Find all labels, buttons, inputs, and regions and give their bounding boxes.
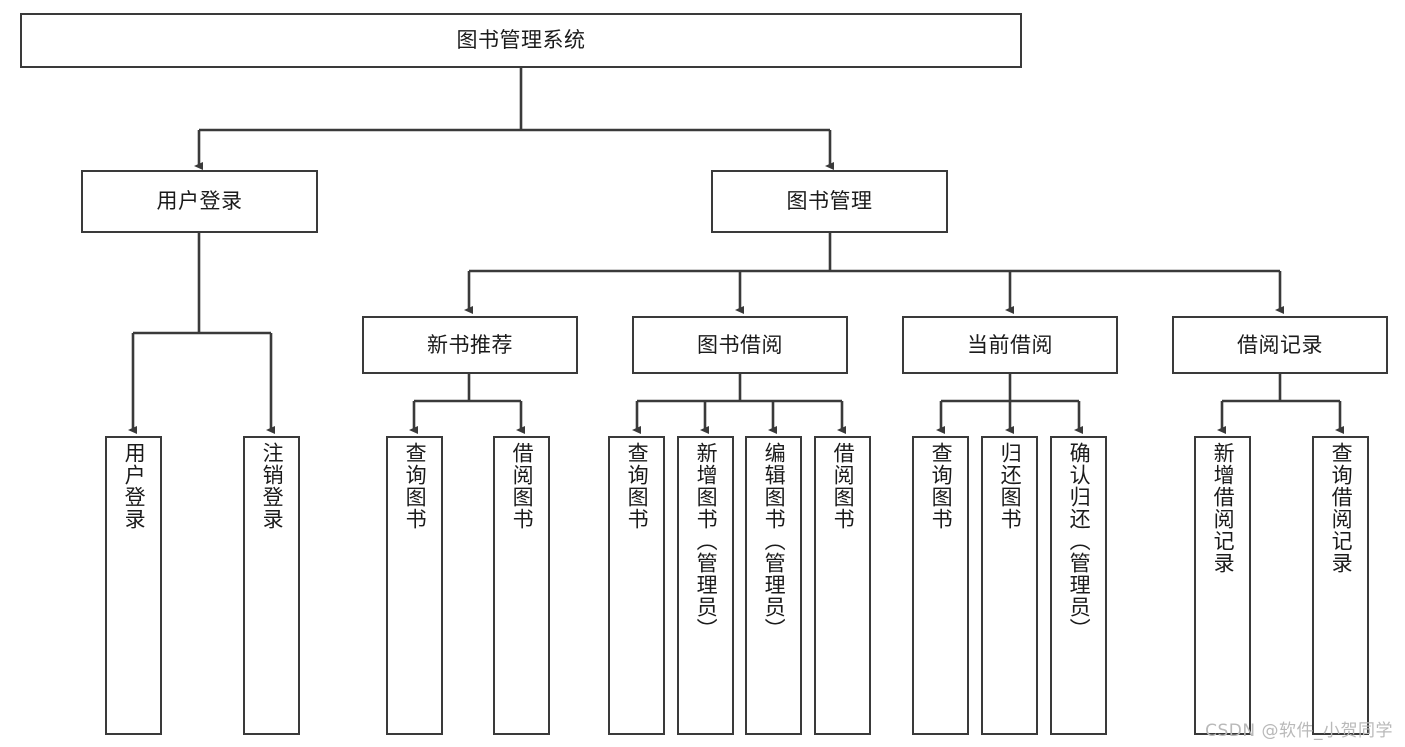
node-current-borrow[interactable]: 当前借阅 [902,316,1118,374]
node-book-management-system[interactable]: 图书管理系统 [20,13,1022,68]
node-label: 用户登录 [156,189,243,214]
node-leaf-return-book[interactable]: 归还图书 [981,436,1038,735]
node-leaf-add-book[interactable]: 新增图书（管理员） [677,436,734,735]
node-label: 借阅图书 [510,442,535,530]
node-leaf-logout-login[interactable]: 注销登录 [243,436,300,735]
node-label: 借阅图书 [831,442,856,530]
node-label: 查询图书 [403,442,428,530]
node-leaf-query-book-3[interactable]: 查询图书 [912,436,969,735]
node-label: 确认归还（管理员） [1067,442,1092,640]
node-leaf-edit-book[interactable]: 编辑图书（管理员） [745,436,802,735]
node-leaf-confirm-return[interactable]: 确认归还（管理员） [1050,436,1107,735]
node-label: 用户登录 [122,442,147,530]
node-leaf-borrow-book-2[interactable]: 借阅图书 [814,436,871,735]
node-label: 借阅记录 [1237,332,1323,357]
node-leaf-add-borrow-record[interactable]: 新增借阅记录 [1194,436,1251,735]
node-book-borrow[interactable]: 图书借阅 [632,316,848,374]
node-label: 新书推荐 [427,332,513,357]
node-new-book-recommend[interactable]: 新书推荐 [362,316,578,374]
node-leaf-query-book-2[interactable]: 查询图书 [608,436,665,735]
node-user-login[interactable]: 用户登录 [81,170,318,233]
node-leaf-user-login[interactable]: 用户登录 [105,436,162,735]
node-label: 当前借阅 [967,332,1053,357]
csdn-watermark: CSDN @软件_小贺同学 [1205,721,1393,741]
node-label: 新增借阅记录 [1211,442,1236,574]
node-label: 新增图书（管理员） [694,442,719,640]
node-borrow-record[interactable]: 借阅记录 [1172,316,1388,374]
node-label: 图书管理系统 [456,28,586,53]
node-label: 图书借阅 [697,332,783,357]
node-leaf-borrow-book-1[interactable]: 借阅图书 [493,436,550,735]
node-leaf-query-borrow-record[interactable]: 查询借阅记录 [1312,436,1369,735]
node-book-management[interactable]: 图书管理 [711,170,948,233]
node-label: 归还图书 [998,442,1023,530]
node-label: 注销登录 [260,442,285,530]
node-label: 图书管理 [786,189,873,214]
node-label: 查询图书 [929,442,954,530]
node-label: 查询借阅记录 [1329,442,1354,574]
node-label: 查询图书 [625,442,650,530]
node-leaf-query-book-1[interactable]: 查询图书 [386,436,443,735]
node-label: 编辑图书（管理员） [762,442,787,640]
